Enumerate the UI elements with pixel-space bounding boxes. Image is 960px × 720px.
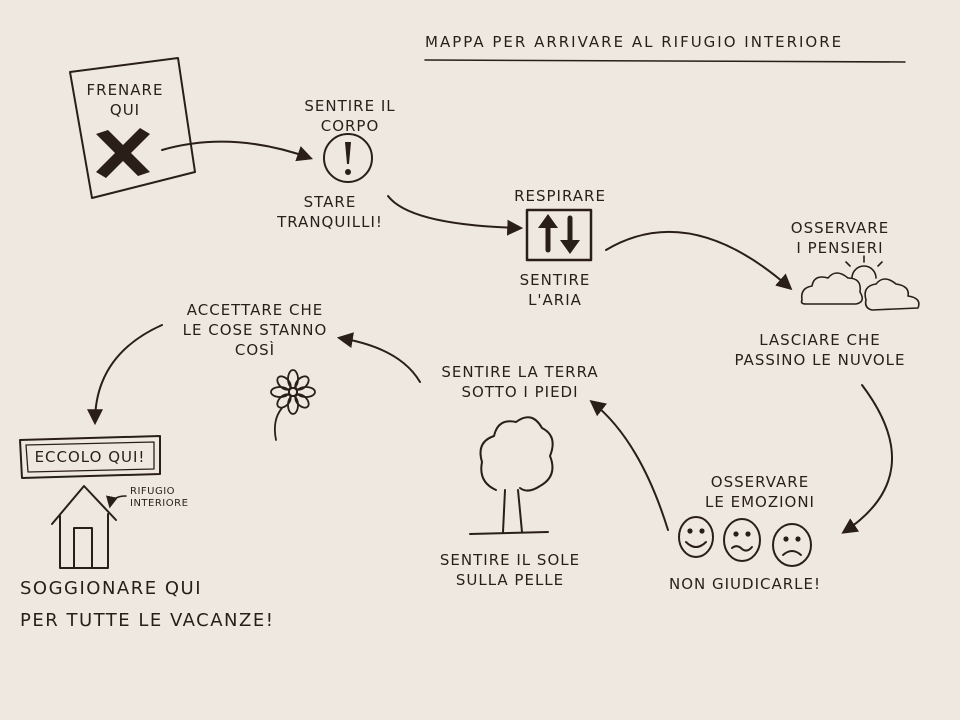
soggiornare-line2: PER TUTTE LE VACANZE! bbox=[20, 610, 275, 631]
sole-label: SENTIRE IL SOLE SULLA PELLE bbox=[415, 550, 605, 590]
sentire-corpo-bottom2: TRANQUILLI! bbox=[277, 213, 383, 231]
terra-line2: SOTTO I PIEDI bbox=[461, 383, 579, 401]
rifugio-label1: RIFUGIO bbox=[130, 486, 176, 497]
pensieri-top2: I PENSIERI bbox=[796, 239, 884, 257]
sentire-corpo-bottom1: STARE bbox=[303, 193, 357, 211]
frenare-line2: QUI bbox=[109, 101, 141, 119]
accettare-line3: COSÌ bbox=[234, 341, 276, 359]
arrow-pensieri-to-emozioni bbox=[841, 384, 893, 534]
terra-label: SENTIRE LA TERRA SOTTO I PIEDI bbox=[420, 362, 620, 402]
arrow-frenare-to-corpo bbox=[161, 140, 314, 162]
arrow-corpo-to-respirare bbox=[387, 195, 524, 236]
emozioni-bottom: NON GIUDICARLE! bbox=[668, 575, 822, 593]
rifugio-pointer bbox=[106, 495, 127, 509]
sentire-corpo-top2: CORPO bbox=[320, 117, 380, 135]
frenare-line1: FRENARE bbox=[86, 81, 164, 99]
sole-line2: SULLA PELLE bbox=[455, 571, 565, 589]
pensieri-top: OSSERVARE I PENSIERI bbox=[775, 218, 905, 258]
respirare-bottom2: L'ARIA bbox=[528, 291, 582, 309]
emozioni-top1: OSSERVARE bbox=[710, 473, 810, 491]
pensieri-top1: OSSERVARE bbox=[790, 219, 890, 237]
sentire-corpo-top: SENTIRE IL CORPO bbox=[290, 96, 410, 136]
exclamation-icon bbox=[323, 133, 373, 183]
up-down-arrows-icon bbox=[525, 208, 593, 262]
arrow-emozioni-to-terra bbox=[589, 400, 669, 531]
pensieri-bottom2: PASSINO LE NUVOLE bbox=[734, 351, 906, 369]
emozioni-top2: LE EMOZIONI bbox=[705, 493, 815, 511]
sign-text: ECCOLO QUI! bbox=[34, 448, 146, 466]
respirare-bottom: SENTIRE L'ARIA bbox=[500, 270, 610, 310]
accettare-label: ACCETTARE CHE LE COSE STANNO COSÌ bbox=[170, 300, 340, 360]
arrow-respirare-to-pensieri bbox=[605, 231, 793, 291]
flower-icon bbox=[270, 369, 316, 441]
arrow-accettare-to-rifugio bbox=[87, 324, 163, 426]
emozioni-top: OSSERVARE LE EMOZIONI bbox=[690, 472, 830, 512]
map-title: MAPPA PER ARRIVARE AL RIFUGIO INTERIORE bbox=[425, 33, 844, 51]
title-underline bbox=[424, 59, 906, 63]
tree-icon bbox=[469, 416, 554, 535]
rifugio-label: RIFUGIO INTERIORE bbox=[130, 486, 188, 510]
cross-icon bbox=[96, 128, 150, 178]
sign-board bbox=[19, 435, 161, 479]
soggiornare-line1: SOGGIONARE QUI bbox=[20, 578, 202, 599]
respirare-title: RESPIRARE bbox=[514, 187, 606, 205]
frenare-label: FRENARE QUI bbox=[80, 80, 170, 120]
sentire-corpo-top1: SENTIRE IL bbox=[304, 97, 396, 115]
house-icon bbox=[51, 485, 117, 569]
rifugio-label2: INTERIORE bbox=[130, 498, 189, 509]
pensieri-bottom1: LASCIARE CHE bbox=[759, 331, 881, 349]
sole-line1: SENTIRE IL SOLE bbox=[439, 551, 581, 569]
sentire-corpo-bottom: STARE TRANQUILLI! bbox=[260, 192, 400, 232]
accettare-line2: LE COSE STANNO bbox=[182, 321, 328, 339]
respirare-bottom1: SENTIRE bbox=[519, 271, 591, 289]
frenare-box bbox=[69, 57, 196, 199]
pensieri-bottom: LASCIARE CHE PASSINO LE NUVOLE bbox=[705, 330, 935, 370]
arrow-terra-to-accettare bbox=[336, 332, 421, 383]
soggiornare-label: SOGGIONARE QUI PER TUTTE LE VACANZE! bbox=[20, 576, 274, 634]
cloud-sun-icon bbox=[800, 255, 920, 311]
smiley-faces-icon bbox=[678, 516, 812, 567]
accettare-line1: ACCETTARE CHE bbox=[186, 301, 324, 319]
terra-line1: SENTIRE LA TERRA bbox=[441, 363, 599, 381]
